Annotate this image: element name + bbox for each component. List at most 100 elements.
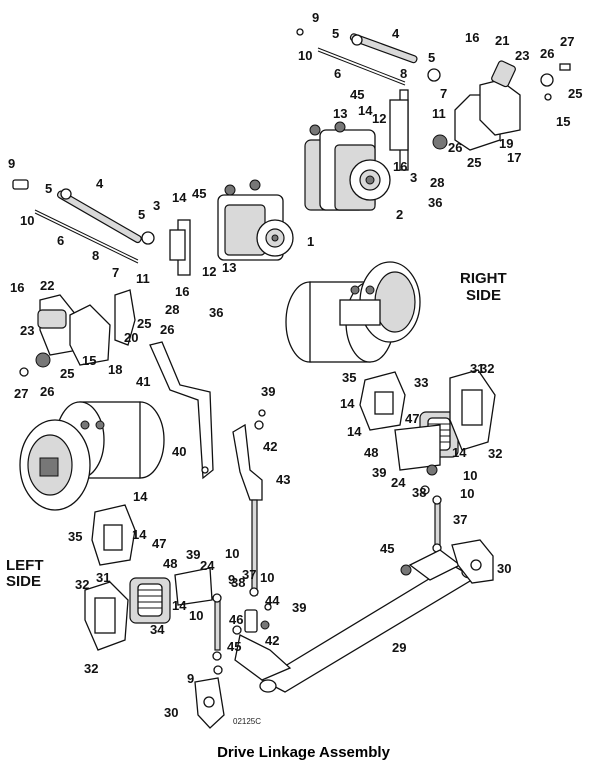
callout-45: 45 [227,639,241,654]
callout-14: 14 [340,396,355,411]
left-side-label-line2: SIDE [6,573,41,590]
callout-25: 25 [60,366,74,381]
callout-26: 26 [448,140,462,155]
callout-42: 42 [265,633,279,648]
callout-37: 37 [242,567,256,582]
left-side-label-line1: LEFT [6,557,44,574]
callout-25: 25 [568,86,582,101]
callout-12: 12 [372,111,386,126]
callout-32: 32 [84,661,98,676]
mount-bracket-30-left [194,677,225,729]
callout-5: 5 [332,26,339,41]
callout-47: 47 [152,536,166,551]
callout-32: 32 [75,577,89,592]
callout-7: 7 [440,86,447,101]
callout-22: 22 [40,278,54,293]
callout-5: 5 [45,181,52,196]
callout-16: 16 [465,30,479,45]
motor-bracket-left [91,504,136,566]
callout-36: 36 [209,305,223,320]
callout-32: 32 [488,446,502,461]
control-valve-right [394,369,496,471]
callout-26: 26 [160,322,174,337]
control-valve-left [84,567,213,651]
callout-10: 10 [20,213,34,228]
callout-17: 17 [507,150,521,165]
callout-15: 15 [556,114,570,129]
callout-21: 21 [495,33,509,48]
callout-39: 39 [372,465,386,480]
callout-32: 32 [480,361,494,376]
callout-34: 34 [150,622,165,637]
callout-24: 24 [200,558,215,573]
callout-42: 42 [263,439,277,454]
callout-35: 35 [68,529,82,544]
callout-45: 45 [380,541,394,556]
callout-9: 9 [228,572,235,587]
callout-1: 1 [307,234,314,249]
callout-39: 39 [292,600,306,615]
callout-27: 27 [560,34,574,49]
callout-9: 9 [312,10,319,25]
bracket-left-upper [19,289,136,377]
wheel-motor-left [19,401,165,511]
callout-14: 14 [172,598,187,613]
callout-38: 38 [412,485,426,500]
callout-10: 10 [189,608,203,623]
callout-8: 8 [400,66,407,81]
callout-14: 14 [132,527,147,542]
callout-41: 41 [136,374,150,389]
callout-4: 4 [392,26,400,41]
callout-3: 3 [153,198,160,213]
callout-30: 30 [497,561,511,576]
callout-35: 35 [342,370,356,385]
callout-2: 2 [396,207,403,222]
callout-26: 26 [40,384,54,399]
cross-shaft [234,549,479,693]
callout-4: 4 [96,176,104,191]
callout-19: 19 [499,136,513,151]
linkage-hardware-center [232,564,412,635]
valve-rod-right [420,464,442,553]
right-side-label-line2: SIDE [466,287,501,304]
callout-48: 48 [163,556,177,571]
callout-45: 45 [192,186,206,201]
right-side-label-line1: RIGHT [460,270,507,287]
callout-6: 6 [57,233,64,248]
callout-25: 25 [137,316,151,331]
hydrostatic-pump-right [304,121,391,211]
mount-bracket-30-right [451,539,494,584]
callout-27: 27 [14,386,28,401]
callout-11: 11 [136,271,150,286]
callout-16: 16 [10,280,24,295]
callout-13: 13 [222,260,236,275]
diagram-caption: Drive Linkage Assembly [217,744,390,761]
callout-26: 26 [540,46,554,61]
callout-16: 16 [175,284,189,299]
callout-48: 48 [364,445,378,460]
callout-10: 10 [260,570,274,585]
callout-9: 9 [187,671,194,686]
callout-10: 10 [460,486,474,501]
callout-39: 39 [261,384,275,399]
callout-40: 40 [172,444,186,459]
callout-8: 8 [92,248,99,263]
bracket-right-upper [432,60,571,151]
callout-25: 25 [467,155,481,170]
callout-10: 10 [225,546,239,561]
motor-bracket-right [359,371,406,431]
callout-18: 18 [108,362,122,377]
callout-38: 38 [231,575,245,590]
callout-24: 24 [391,475,406,490]
callout-10: 10 [298,48,312,63]
callout-29: 29 [392,640,406,655]
callout-31: 31 [470,361,484,376]
callout-14: 14 [133,489,148,504]
callout-10: 10 [463,468,477,483]
callout-30: 30 [164,705,178,720]
control-rod-upper-left [12,179,155,264]
callout-37: 37 [453,512,467,527]
callout-11: 11 [432,106,446,121]
callout-15: 15 [82,353,96,368]
